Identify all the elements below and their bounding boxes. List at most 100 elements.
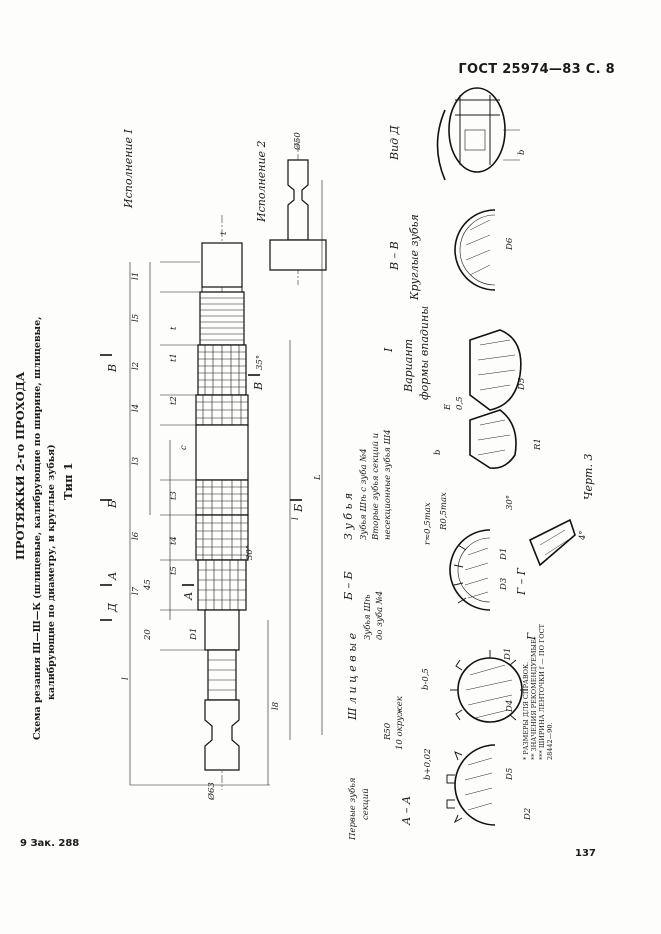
- broach-smooth-neck: [195, 424, 249, 481]
- teeth-second-label: Вторые зубья секций и: [370, 433, 381, 541]
- broach-teeth-section-1: [199, 291, 245, 346]
- aa-bplus-label: b+0,02: [423, 749, 433, 781]
- dim-t2-label: t2: [169, 396, 179, 405]
- broach-front-shank: [201, 242, 243, 292]
- note-4: 28442—90.: [546, 722, 554, 760]
- variant-05-label: 0,5: [455, 396, 465, 410]
- section-arrow-b: Б Б: [100, 499, 305, 513]
- title-type: Тип 1: [61, 462, 75, 500]
- section-bb: Б – Б Ш л и ц е в ы е Зубья Шѣ до зуба №…: [342, 492, 509, 721]
- section-gg: Г – Г 4°: [515, 518, 588, 596]
- ft-d1-label: D1: [503, 648, 513, 661]
- dim-l8-label: l8: [271, 701, 281, 710]
- broach-teeth-section-5: [195, 514, 249, 561]
- bb-ang-r-label: r≈0,5max: [423, 502, 433, 545]
- vv-d6-label: D6: [505, 237, 515, 251]
- broach-teeth-section-4: [195, 479, 249, 516]
- teeth-labels: З у б ь я Зубья Шѣ с зуба №4 Вторые зубь…: [342, 429, 393, 541]
- svg-text:А: А: [106, 572, 119, 581]
- dim-l-inner-label: l: [291, 517, 301, 520]
- view-d-dim: b: [517, 150, 527, 155]
- section-vv: В – В Круглые зубья D6: [388, 209, 515, 301]
- dim-d63-label: Ø63: [206, 782, 217, 801]
- title-scheme: Схема резания Ш—Ш—К (шлицевые, калибрующ…: [32, 317, 43, 740]
- cavity-form-label: формы впадины: [418, 306, 431, 400]
- view-arrow-d: Д: [100, 602, 119, 621]
- ft-d4-label: D4: [505, 700, 515, 713]
- dim-l5-label: l5: [131, 314, 141, 322]
- ten-circles-label: 10 окружек: [395, 695, 405, 750]
- from-tooth4-label: до зуба №4: [374, 591, 385, 640]
- svg-text:А: А: [182, 592, 195, 601]
- dim-l-label: l: [121, 677, 131, 680]
- dim-35-angle: 35°: [255, 355, 265, 370]
- section-arrow-a: А А: [100, 572, 195, 601]
- dim-l4-label: l4: [131, 404, 141, 412]
- teeth-title: З у б ь я: [342, 493, 355, 540]
- teeth-nonseq-label: несекционные зубья Ш4: [382, 429, 393, 540]
- dim-t3-label: t3: [169, 491, 179, 500]
- broach-rear-shank: [204, 699, 240, 771]
- svg-text:Д: Д: [106, 602, 119, 613]
- broach-teeth-section-2: [197, 344, 247, 396]
- view-d-label: Вид Д: [388, 124, 401, 161]
- note-2: ** ЗНАЧЕНИЯ РЕКОМЕНДУЕМЫЕ.: [530, 637, 538, 760]
- variant-i: I Вариант формы впадины E 0,5 D5: [382, 306, 527, 411]
- dim-l2-label: l2: [131, 362, 141, 370]
- view-d: Вид Д b: [388, 87, 527, 181]
- svg-text:В: В: [252, 382, 265, 391]
- title-main: ПРОТЯЖКИ 2-го ПРОХОДА: [13, 371, 27, 560]
- dim-l1-label: l1: [131, 272, 141, 280]
- dim-t5-label: t5: [169, 566, 179, 575]
- bb-d1-label: D1: [499, 548, 509, 561]
- section-bb-label: Б – Б: [342, 571, 355, 601]
- slot-teeth-label: Ш л и ц е в ы е: [346, 632, 359, 721]
- dim-L-label: L: [313, 474, 323, 481]
- dim-45-label: 45: [143, 579, 153, 591]
- section-gg-label: Г – Г: [515, 567, 528, 596]
- dim-t1-label: t1: [169, 353, 179, 362]
- execution-2-shank: [269, 140, 327, 285]
- teeth-shb-label: Зубья Шѣ: [362, 594, 373, 640]
- execution-1-label: Исполнение I: [122, 128, 135, 209]
- teeth-sh4-label: Зубья Шѣ с зуба №4: [358, 448, 369, 540]
- section-aa-label: А – А: [400, 796, 413, 826]
- dim-d50-label: Ø50: [292, 132, 303, 151]
- broach-teeth-section-6: [197, 559, 247, 611]
- section-vv-label: В – В: [388, 241, 401, 271]
- dimension-lines: [129, 180, 323, 786]
- dim-t-top-label: t: [219, 231, 229, 235]
- variant-i-label: I: [382, 347, 395, 353]
- first-teeth-label: Первые зубья: [347, 777, 358, 841]
- svg-text:Б: Б: [292, 504, 305, 513]
- title-block: ПРОТЯЖКИ 2-го ПРОХОДА Схема резания Ш—Ш—…: [13, 317, 75, 740]
- broach-teeth-section-3: [195, 394, 249, 426]
- gost-header: ГОСТ 25974—83 С. 8: [458, 62, 615, 77]
- r50-label: R50: [383, 722, 393, 741]
- ft-btol-label: b-0,5: [421, 668, 431, 690]
- aa-d5-label: D5: [505, 768, 515, 781]
- aa-d2-label: D2: [523, 808, 533, 821]
- tooth-b-label: b: [433, 450, 443, 455]
- section-aa: А – А D5 D2 b+0,02: [400, 744, 533, 826]
- gg-4deg-label: 4°: [578, 530, 588, 541]
- note-1: * РАЗМЕРЫ ДЛЯ СПРАВОК.: [522, 662, 530, 760]
- dim-30-angle: 30°: [245, 545, 255, 560]
- bb-d3-label: D3: [499, 578, 509, 591]
- note-3: *** ШИРИНА ЛЕНТОЧКИ f — ПО ГОСТ: [538, 623, 546, 760]
- section-arrow-v: В В: [100, 354, 265, 391]
- svg-text:В: В: [106, 364, 119, 373]
- execution-2-label: Исполнение 2: [255, 140, 268, 223]
- chart-number: Черт. 3: [582, 454, 595, 500]
- bb-r05-label: R0,5max: [439, 492, 449, 531]
- tooth-r1-label: R1: [533, 438, 543, 451]
- variant-dx-label: D5: [517, 378, 527, 391]
- dim-c-label: c: [179, 445, 189, 450]
- round-teeth-label: Круглые зубья: [408, 214, 421, 301]
- dim-l3-label: l3: [131, 457, 141, 465]
- variant-label: Вариант: [402, 339, 415, 393]
- page-number: 137: [575, 848, 596, 859]
- footnotes: * РАЗМЕРЫ ДЛЯ СПРАВОК. ** ЗНАЧЕНИЯ РЕКОМ…: [522, 623, 554, 760]
- dim-l6-label: l6: [131, 531, 141, 540]
